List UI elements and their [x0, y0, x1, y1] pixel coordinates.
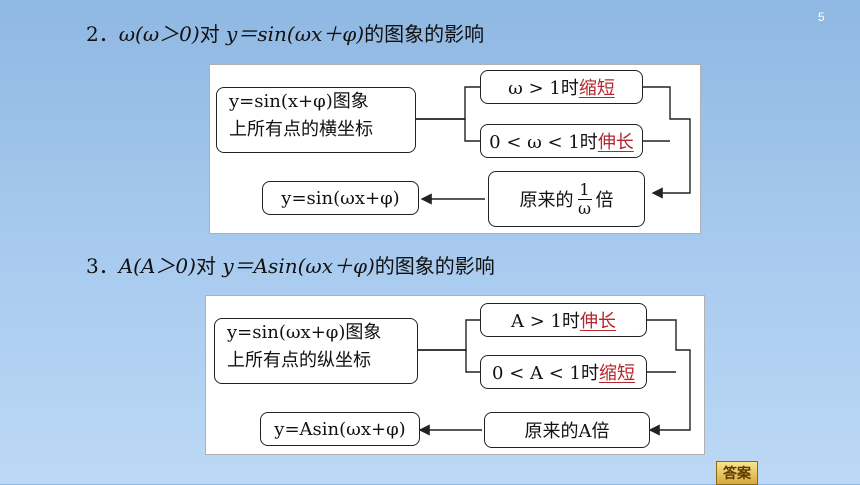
section3-case1-cond: A > 1时 [511, 311, 580, 332]
section2-case2-box: 0 < ω < 1时伸长 [480, 124, 643, 158]
section3-source-box: y=sin(ωx+φ)图象 上所有点的纵坐标 [214, 318, 418, 384]
section2-case1-cond: ω > 1时 [508, 78, 579, 99]
page-number: 5 [818, 10, 825, 24]
section3-case1-result: 伸长 [579, 311, 616, 332]
section2-heading-num: 2． [86, 22, 119, 46]
section2-heading-mid: 对 [199, 22, 227, 46]
section2-case1-result: 缩短 [578, 78, 615, 99]
section3-heading: 3．A(A＞0)对 y＝Asin(ωx＋φ)的图象的影响 [86, 250, 495, 279]
section2-case2-cond: 0 < ω < 1时 [489, 132, 598, 153]
section2-heading: 2．ω(ω＞0)对 y＝sin(ωx＋φ)的图象的影响 [86, 18, 484, 47]
section3-connector-lines [418, 319, 691, 436]
section2-final-text: y=sin(ωx+φ) [281, 187, 400, 209]
section3-source-line1: y=sin(ωx+φ)图象 [227, 322, 382, 343]
section3-heading-pre: A(A＞0) [118, 254, 196, 278]
section3-final-text: y=Asin(ωx+φ) [274, 418, 406, 440]
section2-connector-lines [416, 86, 691, 205]
section2-result-box: 原来的 1 ω 倍 [488, 171, 645, 227]
section2-source-line2: 上所有点的横坐标 [229, 119, 373, 140]
section3-heading-num: 3． [86, 254, 119, 278]
section3-case2-cond: 0 < A < 1时 [492, 363, 599, 384]
section3-result-box: 原来的A倍 [484, 412, 650, 448]
section3-case2-result: 缩短 [598, 363, 635, 384]
section2-frac-den: ω [577, 198, 592, 218]
section2-heading-pre: ω(ω＞0) [118, 22, 200, 46]
section2-heading-formula: y＝sin(ωx＋φ) [226, 22, 365, 46]
section3-heading-post: 的图象的影响 [374, 254, 495, 278]
section3-diagram: y=sin(ωx+φ)图象 上所有点的纵坐标 A > 1时伸长 0 < A < … [205, 295, 705, 455]
section2-final-box: y=sin(ωx+φ) [262, 181, 419, 215]
section2-case1-box: ω > 1时缩短 [480, 70, 643, 104]
section2-result-pre: 原来的 [519, 190, 574, 211]
section2-case2-result: 伸长 [597, 132, 634, 153]
section3-heading-formula: y＝Asin(ωx＋φ) [222, 254, 375, 278]
section2-result-fraction: 1 ω [577, 179, 592, 218]
section2-heading-post: 的图象的影响 [364, 22, 485, 46]
section3-heading-mid: 对 [195, 254, 223, 278]
section2-source-line1: y=sin(x+φ)图象 [229, 91, 369, 112]
section3-final-box: y=Asin(ωx+φ) [260, 412, 420, 446]
section3-case2-box: 0 < A < 1时缩短 [480, 355, 647, 389]
section2-source-box: y=sin(x+φ)图象 上所有点的横坐标 [216, 87, 416, 153]
section3-source-line2: 上所有点的纵坐标 [227, 350, 371, 371]
section3-result-text: 原来的A倍 [524, 421, 610, 442]
section3-case1-box: A > 1时伸长 [480, 303, 647, 337]
section2-frac-num: 1 [579, 179, 590, 199]
section2-diagram: y=sin(x+φ)图象 上所有点的横坐标 ω > 1时缩短 0 < ω < 1… [209, 64, 701, 234]
section2-result-post: 倍 [595, 190, 614, 211]
answer-button[interactable]: 答案 [716, 461, 758, 485]
